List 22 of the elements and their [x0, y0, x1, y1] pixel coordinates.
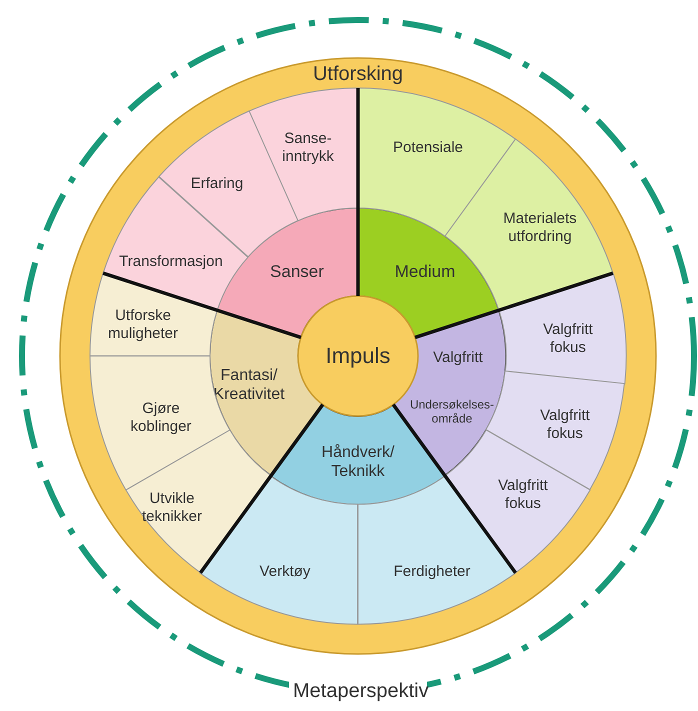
segment-label: Utforske muligheter — [106, 306, 180, 343]
sector-label: Medium — [394, 262, 456, 282]
sector-label: Sanser — [270, 262, 324, 282]
sector-label: Valgfritt — [433, 348, 483, 367]
ring-label: Utforsking — [312, 62, 404, 86]
segment-label: Gjøre koblinger — [130, 400, 192, 436]
segment-label: Erfaring — [190, 174, 244, 193]
segment-label: Verktøy — [260, 562, 310, 581]
segment-label: Materialets utfordring — [502, 210, 578, 246]
segment-label: Utvikle teknikker — [140, 490, 203, 526]
segment-label: Transformasjon — [119, 252, 223, 271]
sector-label: Håndverk/ Teknikk — [320, 442, 396, 482]
segment-label: Impuls — [326, 342, 390, 370]
ring-label: Metaperspektiv — [289, 679, 427, 703]
segment-label: Potensiale — [392, 139, 464, 157]
sector-label: Fantasi/ Kreativitet — [212, 366, 286, 404]
segment-label: Ferdigheter — [394, 562, 470, 581]
segment-label: Valgfritt fokus — [542, 320, 594, 357]
segment-label: Sanse-inntrykk — [281, 130, 334, 166]
segment-label: Valgfritt fokus — [539, 406, 591, 443]
segment-label: Valgfritt fokus — [497, 477, 549, 513]
segment-label: Undersøkelses-område — [410, 398, 494, 426]
